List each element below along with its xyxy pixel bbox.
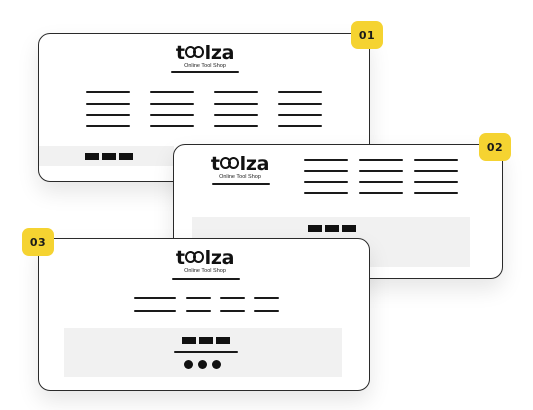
menu-line [86, 125, 130, 128]
footer-button-block [325, 225, 339, 232]
step-badge-01: 01 [351, 21, 383, 49]
footer-button-block [199, 337, 213, 344]
menu-line [220, 297, 245, 300]
menu-line [86, 114, 130, 117]
logo-tagline: Online Tool Shop [184, 268, 226, 274]
logo-underline [212, 183, 270, 186]
footer-dot [198, 360, 207, 369]
menu-line [214, 103, 258, 106]
footer-button-block [216, 337, 230, 344]
menu-line [304, 181, 348, 184]
menu-line [186, 310, 211, 313]
footer-button-block [182, 337, 196, 344]
footer-dot [184, 360, 193, 369]
menu-line [414, 170, 458, 173]
menu-line [86, 91, 130, 94]
logo-underline [171, 71, 239, 74]
menu-line [254, 310, 279, 313]
logo-tagline: Online Tool Shop [184, 63, 226, 69]
menu-line [359, 192, 403, 195]
footer-button-block [342, 225, 356, 232]
logo-text-start: t [175, 247, 185, 269]
menu-line [86, 103, 130, 106]
logo-text-start: t [175, 42, 185, 64]
menu-line [150, 114, 194, 117]
menu-line [186, 297, 211, 300]
menu-line [304, 159, 348, 162]
logo-double-ring-icon [219, 157, 240, 171]
logo-text-start: t [210, 153, 220, 175]
logo-tagline: Online Tool Shop [219, 174, 261, 180]
menu-line [278, 114, 322, 117]
menu-line [150, 103, 194, 106]
menu-line [414, 159, 458, 162]
menu-line [414, 181, 458, 184]
step-badge-02: 02 [479, 133, 511, 161]
menu-line [359, 181, 403, 184]
footer-button-block [102, 153, 116, 160]
logo-underline [172, 278, 240, 281]
menu-line [214, 125, 258, 128]
menu-line [150, 91, 194, 94]
footer-dot [212, 360, 221, 369]
menu-line [214, 114, 258, 117]
logo-double-ring-icon [184, 251, 205, 265]
menu-line [214, 91, 258, 94]
menu-line [304, 192, 348, 195]
footer-button-block [308, 225, 322, 232]
menu-line [359, 170, 403, 173]
menu-line [134, 297, 176, 300]
footer-divider [174, 351, 238, 354]
menu-line [359, 159, 403, 162]
menu-line [414, 192, 458, 195]
step-badge-03: 03 [22, 228, 54, 256]
footer-button-block [119, 153, 133, 160]
menu-line [150, 125, 194, 128]
menu-line [278, 91, 322, 94]
logo-double-ring-icon [184, 46, 205, 60]
logo-text-end: lza [204, 247, 235, 269]
logo-text-end: lza [239, 153, 270, 175]
menu-line [278, 125, 322, 128]
menu-line [220, 310, 245, 313]
footer-button-block [85, 153, 99, 160]
menu-line [254, 297, 279, 300]
menu-line [278, 103, 322, 106]
menu-line [134, 310, 176, 313]
menu-line [304, 170, 348, 173]
logo-text-end: lza [204, 42, 235, 64]
